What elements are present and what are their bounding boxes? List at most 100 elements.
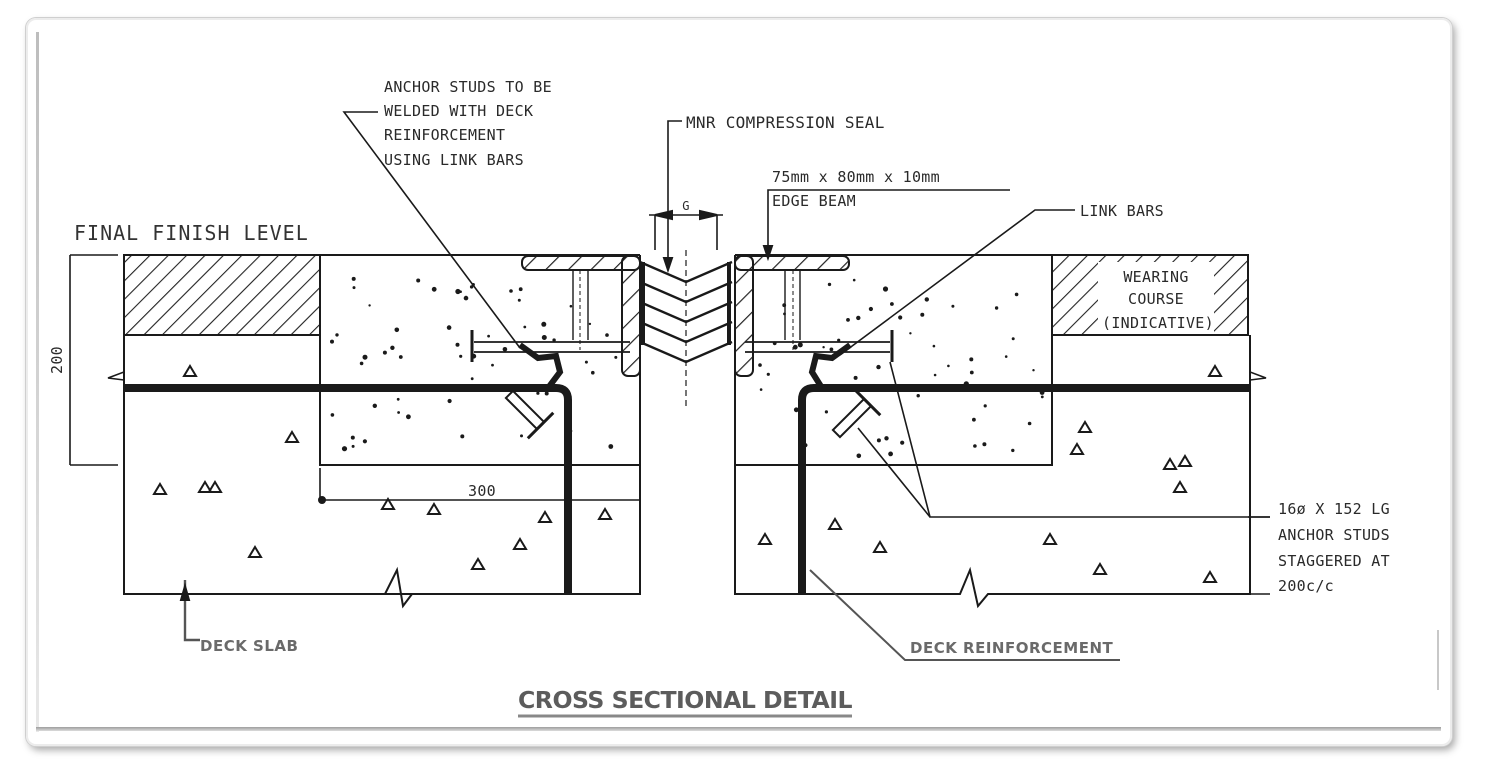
aggregate-speck bbox=[541, 335, 547, 340]
gap-label: G bbox=[682, 199, 690, 213]
aggregate-speck bbox=[1027, 421, 1032, 426]
anchor-studs-note-line-3: REINFORCEMENT bbox=[384, 126, 505, 144]
drawing-frame bbox=[26, 18, 1452, 746]
aggregate-speck bbox=[455, 342, 460, 347]
aggregate-speck bbox=[803, 443, 808, 448]
aggregate-speck bbox=[541, 321, 547, 327]
aggregate-speck bbox=[846, 318, 850, 322]
aggregate-speck bbox=[341, 446, 348, 452]
aggregate-speck bbox=[1004, 355, 1008, 358]
aggregate-speck bbox=[544, 391, 549, 396]
anchor-studs-note-leader bbox=[342, 111, 521, 349]
anchor-studs-spec-line-2: ANCHOR STUDS bbox=[1278, 526, 1390, 544]
aggregate-triangle bbox=[1092, 562, 1108, 575]
aggregate-speck bbox=[416, 278, 421, 283]
edge-beam-leader bbox=[767, 189, 1010, 258]
aggregate-speck bbox=[837, 338, 841, 342]
aggregate-speck bbox=[783, 312, 786, 316]
drawing-title: CROSS SECTIONAL DETAIL bbox=[518, 688, 853, 714]
aggregate-triangle bbox=[872, 540, 888, 553]
aggregate-speck bbox=[552, 338, 556, 342]
aggregate-speck bbox=[569, 429, 573, 433]
aggregate-speck bbox=[455, 288, 461, 295]
aggregate-speck bbox=[963, 381, 969, 387]
aggregate-triangle bbox=[757, 532, 773, 545]
aggregate-triangle bbox=[1172, 480, 1188, 493]
left-deck-reinforcement bbox=[124, 384, 572, 594]
aggregate-triangle bbox=[537, 510, 553, 523]
aggregate-speck bbox=[368, 304, 371, 307]
aggregate-speck bbox=[982, 442, 987, 447]
deck-slab-leader bbox=[183, 580, 200, 642]
frame-edge-right bbox=[1437, 630, 1439, 690]
aggregate-speck bbox=[890, 302, 894, 306]
aggregate-triangle bbox=[380, 497, 396, 510]
aggregate-speck bbox=[898, 315, 903, 320]
aggregate-speck bbox=[471, 353, 477, 359]
aggregate-speck bbox=[829, 347, 834, 352]
aggregate-speck bbox=[876, 364, 881, 370]
aggregate-speck bbox=[797, 342, 803, 348]
aggregate-speck bbox=[868, 306, 874, 312]
aggregate-speck bbox=[1016, 384, 1021, 388]
aggregate-triangle bbox=[426, 502, 442, 515]
aggregate-speck bbox=[853, 375, 858, 380]
deck-reinforcement-label: DECK REINFORCEMENT bbox=[910, 639, 1114, 657]
aggregate-speck bbox=[518, 287, 523, 292]
aggregate-speck bbox=[824, 410, 829, 414]
aggregate-speck bbox=[569, 304, 573, 308]
link-bars-label: LINK BARS bbox=[1080, 202, 1164, 220]
edge-beam-size-label: 75mm x 80mm x 10mm bbox=[772, 168, 940, 186]
deck-slab-label: DECK SLAB bbox=[200, 637, 298, 655]
final-finish-level-label: FINAL FINISH LEVEL bbox=[74, 221, 309, 245]
aggregate-speck bbox=[359, 361, 364, 366]
aggregate-speck bbox=[330, 413, 335, 417]
right-deck-slab-outline bbox=[734, 255, 1251, 609]
aggregate-speck bbox=[523, 325, 527, 329]
frame-edge-left bbox=[36, 32, 39, 732]
aggregate-speck bbox=[608, 444, 614, 449]
aggregate-speck bbox=[822, 346, 825, 349]
aggregate-triangle bbox=[1077, 420, 1093, 433]
aggregate-speck bbox=[390, 345, 395, 350]
aggregate-speck bbox=[335, 333, 339, 337]
aggregate-speck bbox=[502, 347, 508, 352]
anchor-studs-note-line-4: USING LINK BARS bbox=[384, 151, 524, 169]
aggregate-speck bbox=[856, 315, 861, 321]
aggregate-speck bbox=[1011, 448, 1015, 453]
frame-edge-bottom bbox=[36, 727, 1441, 731]
aggregate-triangle bbox=[1042, 532, 1058, 545]
wearing-course-label-bg bbox=[1098, 262, 1214, 334]
aggregate-triangle bbox=[470, 557, 486, 570]
compression-seal-label: MNR COMPRESSION SEAL bbox=[686, 113, 885, 132]
anchor-studs-spec-line-1: 16ø X 152 LG bbox=[1278, 500, 1390, 518]
right-nosing-block bbox=[735, 255, 1053, 466]
aggregate-speck bbox=[330, 339, 334, 344]
wearing-course-label-1: WEARING bbox=[1123, 268, 1188, 286]
aggregate-speck bbox=[969, 357, 974, 362]
aggregate-speck bbox=[792, 344, 798, 350]
aggregate-speck bbox=[362, 439, 367, 444]
aggregate-speck bbox=[372, 403, 377, 408]
nosing-width-dimension-value: 300 bbox=[468, 482, 496, 500]
aggregate-speck bbox=[1011, 337, 1015, 341]
aggregate-speck bbox=[876, 438, 881, 443]
aggregate-speck bbox=[933, 373, 937, 377]
link-bars-leader bbox=[839, 209, 1075, 356]
aggregate-speck bbox=[882, 286, 889, 292]
compression-seal-leader bbox=[667, 120, 682, 270]
aggregate-speck bbox=[536, 391, 540, 395]
aggregate-speck bbox=[352, 286, 356, 290]
aggregate-speck bbox=[951, 304, 955, 308]
right-inclined-anchor-stud bbox=[831, 388, 882, 439]
anchor-studs-note-line-1: ANCHOR STUDS TO BE bbox=[384, 78, 552, 96]
aggregate-speck bbox=[491, 363, 494, 367]
aggregate-speck bbox=[1039, 390, 1045, 395]
right-edge-beam-web bbox=[734, 255, 754, 377]
aggregate-speck bbox=[973, 444, 977, 448]
aggregate-triangle bbox=[182, 364, 198, 377]
aggregate-speck bbox=[517, 298, 521, 302]
left-wearing-course bbox=[123, 254, 321, 336]
aggregate-speck bbox=[852, 278, 856, 282]
